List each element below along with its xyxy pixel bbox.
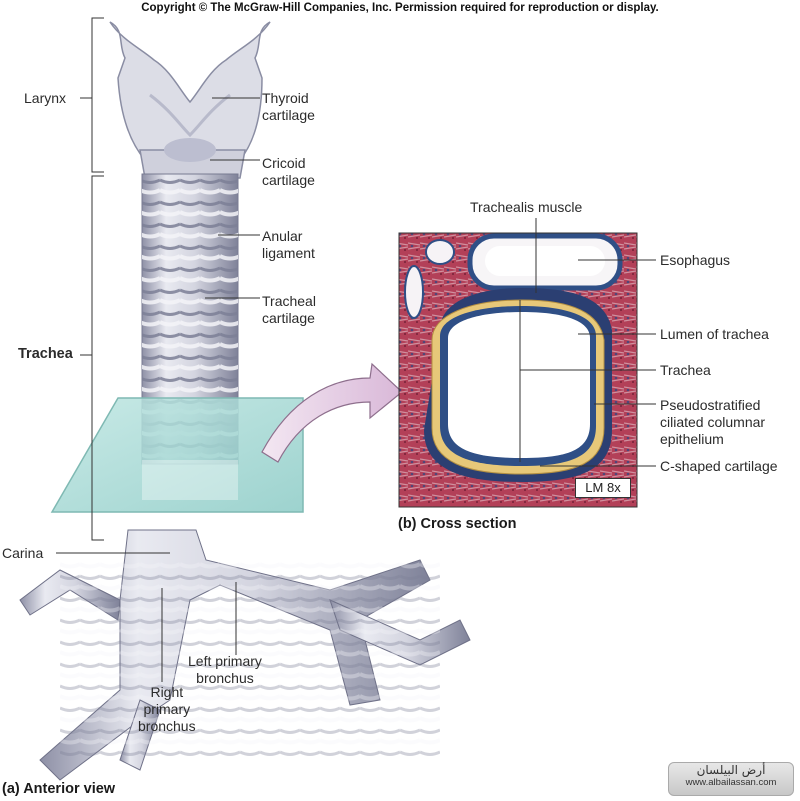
trachea-section-label: Trachea — [660, 362, 711, 378]
copyright-notice: Copyright © The McGraw-Hill Companies, I… — [141, 2, 659, 14]
epithelium-label: Pseudostratified ciliated columnar epith… — [660, 397, 766, 447]
cricoid-cartilage-label: Cricoid cartilage — [262, 155, 315, 188]
c-shaped-cartilage-label: C-shaped cartilage — [660, 458, 778, 474]
esophagus-label: Esophagus — [660, 252, 731, 268]
section-plane — [50, 397, 304, 513]
watermark-badge: أرض البيلسان www.albailassan.com — [668, 762, 794, 796]
left-primary-bronchus-label: Left primary bronchus — [188, 653, 262, 686]
thyroid-cartilage-label: Thyroid cartilage — [262, 90, 315, 123]
leader-lines — [56, 17, 656, 682]
trachea-label: Trachea — [18, 346, 73, 362]
thyroid-cartilage — [109, 21, 271, 161]
right-primary-bronchus-label: Right primary bronchus — [138, 684, 196, 734]
magnification-badge: LM 8x — [575, 478, 631, 498]
watermark-arabic-text: أرض البيلسان — [696, 763, 766, 777]
trachealis-muscle-label: Trachealis muscle — [470, 199, 583, 215]
cross-section-caption: (b) Cross section — [398, 516, 517, 532]
anterior-view-caption: (a) Anterior view — [2, 781, 116, 797]
lumen-of-trachea-label: Lumen of trachea — [660, 326, 769, 342]
tracheal-cartilage-label: Tracheal cartilage — [262, 293, 316, 326]
anular-ligament-label: Anular ligament — [262, 228, 315, 261]
larynx-label: Larynx — [24, 90, 67, 106]
watermark-url: www.albailassan.com — [685, 777, 777, 788]
carina-label: Carina — [2, 545, 44, 561]
